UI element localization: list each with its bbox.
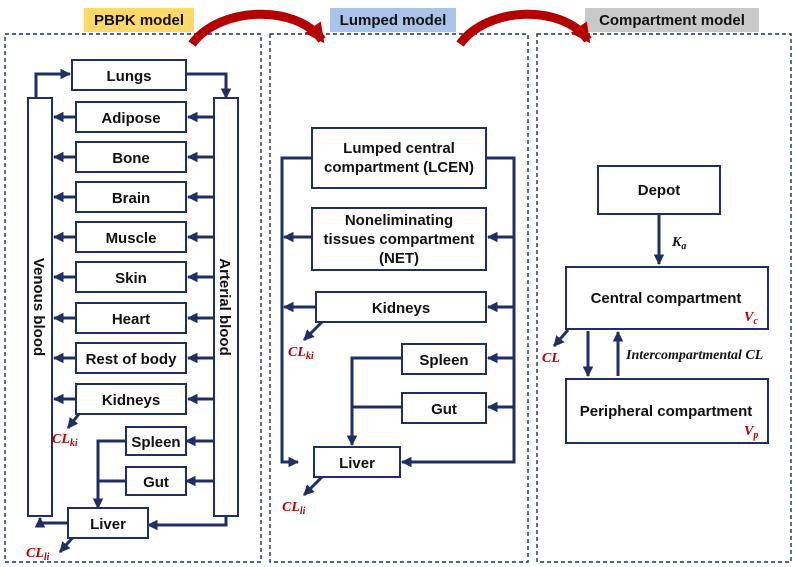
- gut-box: [125, 466, 187, 496]
- bone-box: [75, 141, 187, 173]
- central-compartment-box: [565, 266, 769, 330]
- muscle-label: Muscle: [106, 230, 157, 247]
- lumped-cl-liver: CLli: [282, 500, 306, 517]
- central-compartment-label: Central compartment: [591, 290, 742, 307]
- venous-blood-bar: [27, 97, 53, 517]
- rest-of-body-box: [75, 342, 187, 374]
- lumped-spleen-to-liver: [346, 356, 402, 447]
- lcen-to-venous-loop: [280, 156, 312, 468]
- net-box: [311, 207, 487, 271]
- lungs-box: [71, 59, 187, 91]
- heart-box: [75, 302, 187, 334]
- lcen-to-arterial-loop: [400, 156, 516, 468]
- liver-label: Liver: [90, 516, 126, 533]
- skin-label: Skin: [115, 270, 147, 287]
- spleen-to-liver: [92, 439, 126, 510]
- arterial-to-liver: [146, 516, 228, 531]
- pbpk-header: PBPK model: [94, 12, 184, 29]
- lcen-box: [311, 127, 487, 189]
- liver-box: [67, 507, 149, 539]
- pbpk-panel: [4, 33, 262, 563]
- spleen-box: [125, 426, 187, 456]
- lumped-spleen-box: [401, 343, 487, 375]
- adipose-label: Adipose: [101, 110, 160, 127]
- gut-label: Gut: [143, 474, 169, 491]
- lumped-spleen-label: Spleen: [419, 352, 468, 369]
- pbpk-cl-liver: CLli: [26, 546, 50, 563]
- compartment-header: Compartment model: [599, 12, 745, 29]
- lumped-liver-box: [313, 446, 401, 478]
- lungs-to-arterial-line: [186, 72, 232, 100]
- lumped-kidneys-box: [315, 291, 487, 323]
- brain-box: [75, 181, 187, 213]
- lumped-liver-label: Liver: [339, 455, 375, 472]
- lumped-liver-clearance: [302, 475, 324, 497]
- intercompartmental-cl-label: Intercompartmental CL: [625, 348, 763, 363]
- venous-blood-label: Venous blood: [30, 258, 47, 356]
- arterial-blood-label: Arterial blood: [216, 258, 233, 356]
- ka-label: Ka: [671, 235, 686, 252]
- liver-to-venous: [34, 516, 68, 528]
- venous-to-lungs-line: [34, 68, 72, 98]
- bone-label: Bone: [112, 150, 150, 167]
- kidneys-label: Kidneys: [102, 392, 160, 409]
- lumped-to-compartment-arrow: [456, 9, 592, 47]
- muscle-box: [75, 221, 187, 253]
- vc-label: Vc: [744, 310, 758, 327]
- pbpk-to-lumped-arrow: [188, 9, 326, 47]
- depot-label: Depot: [638, 182, 681, 199]
- central-clearance-arrow: [552, 329, 570, 347]
- brain-label: Brain: [112, 190, 150, 207]
- lumped-gut-label: Gut: [431, 401, 457, 418]
- pbpk-cl-kidney: CLki: [52, 432, 78, 449]
- heart-label: Heart: [112, 311, 150, 328]
- lumped-gut-box: [401, 392, 487, 424]
- rest-of-body-label: Rest of body: [86, 351, 177, 368]
- skin-box: [75, 261, 187, 293]
- compartment-header-bg: [585, 8, 759, 32]
- kidneys-box: [75, 383, 187, 415]
- spleen-label: Spleen: [131, 434, 180, 451]
- peripheral-compartment-label: Peripheral compartment: [580, 403, 753, 420]
- peripheral-compartment-box: [565, 378, 769, 444]
- lumped-kidneys-clearance: [302, 320, 324, 342]
- lumped-header: Lumped model: [340, 12, 447, 29]
- lumped-panel: [269, 33, 529, 563]
- lungs-label: Lungs: [107, 68, 152, 85]
- vp-label: Vp: [744, 424, 758, 441]
- adipose-box: [75, 101, 187, 133]
- cl-label: CL: [542, 351, 560, 366]
- compartment-panel: [536, 33, 792, 563]
- pbpk-header-bg: [84, 8, 194, 32]
- lumped-kidneys-label: Kidneys: [372, 300, 430, 317]
- lumped-header-bg: [330, 8, 456, 32]
- depot-box: [597, 165, 721, 215]
- lumped-cl-kidney: CLki: [288, 345, 314, 362]
